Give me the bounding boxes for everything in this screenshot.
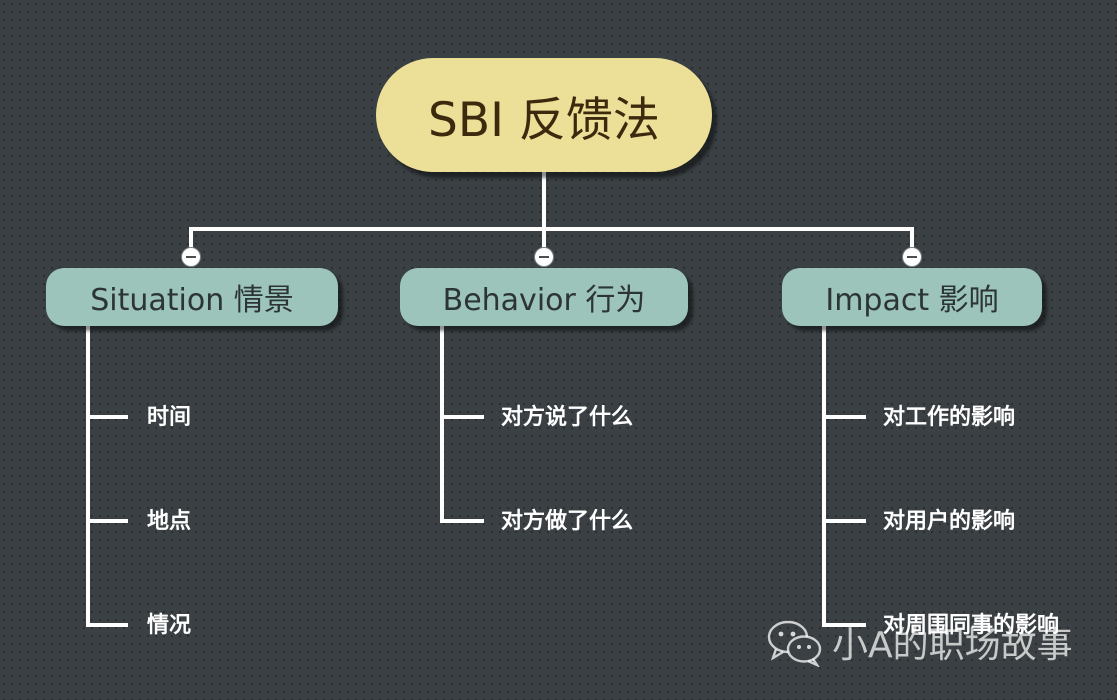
leaf-situation-place[interactable]: 地点 (147, 509, 192, 534)
leaf-situation-circumstance[interactable]: 情况 (147, 613, 192, 638)
branch-node-behavior[interactable]: Behavior 行为 (400, 268, 688, 326)
branch-label-situation: Situation 情景 (90, 283, 294, 318)
collapse-behavior-icon[interactable] (534, 247, 554, 267)
branch-node-situation[interactable]: Situation 情景 (46, 268, 338, 326)
leaf-impact-users[interactable]: 对用户的影响 (883, 509, 1016, 534)
leaf-situation-time[interactable]: 时间 (147, 405, 192, 430)
watermark: 小A的职场故事 (766, 612, 1073, 672)
watermark-text: 小A的职场故事 (832, 625, 1073, 666)
leaf-impact-work[interactable]: 对工作的影响 (883, 405, 1016, 430)
branch-node-impact[interactable]: Impact 影响 (782, 268, 1042, 326)
root-node[interactable]: SBI 反馈法 (376, 58, 712, 172)
collapse-impact-icon[interactable] (902, 247, 922, 267)
leaf-behavior-did[interactable]: 对方做了什么 (501, 509, 634, 534)
root-label: SBI 反馈法 (428, 92, 660, 148)
branch-label-behavior: Behavior 行为 (442, 283, 646, 318)
collapse-situation-icon[interactable] (181, 247, 201, 267)
branch-label-impact: Impact 影响 (825, 283, 999, 318)
leaf-behavior-said[interactable]: 对方说了什么 (501, 405, 634, 430)
wechat-icon (767, 620, 822, 667)
leaf-impact-colleagues[interactable]: 对周围同事的影响 (883, 613, 1060, 638)
